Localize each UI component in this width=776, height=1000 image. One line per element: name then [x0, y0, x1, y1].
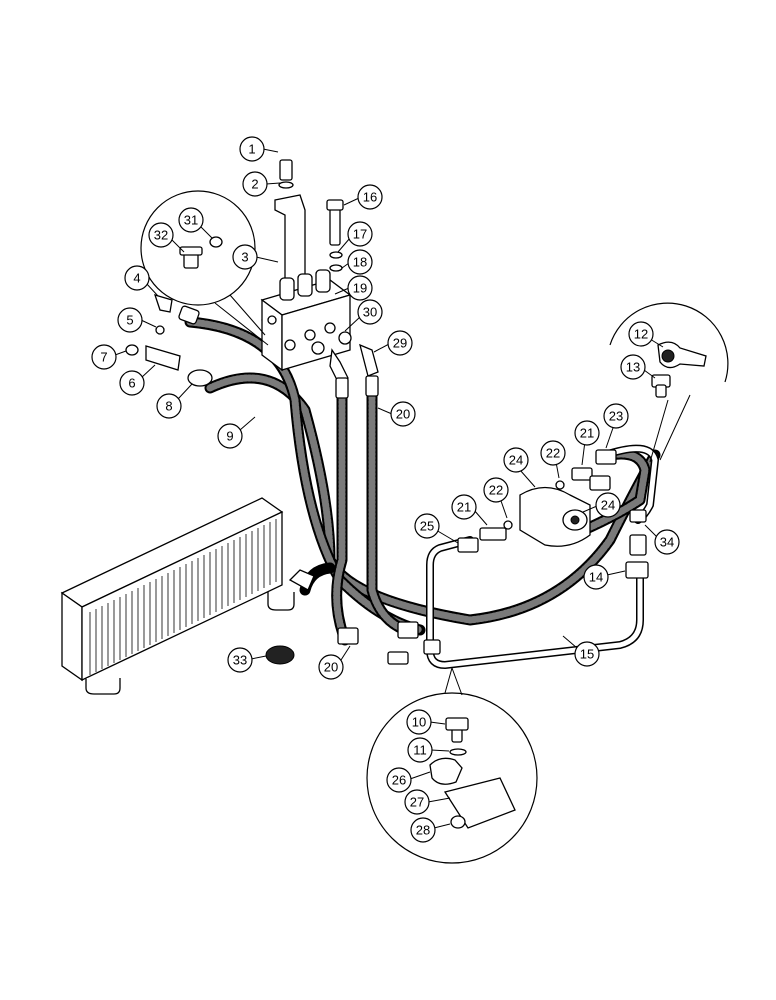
svg-text:23: 23	[609, 409, 623, 424]
svg-text:13: 13	[626, 360, 640, 375]
svg-text:30: 30	[363, 305, 377, 320]
svg-text:21: 21	[580, 426, 594, 441]
svg-text:27: 27	[410, 795, 424, 810]
callout-1: 1	[239, 136, 279, 162]
callout-24-upper: 24	[503, 447, 536, 488]
callout-23: 23	[603, 403, 629, 449]
svg-text:12: 12	[634, 327, 648, 342]
callout-31: 31	[178, 207, 213, 239]
svg-text:22: 22	[546, 446, 560, 461]
svg-text:26: 26	[392, 773, 406, 788]
steel-tubes	[426, 444, 659, 669]
callout-13: 13	[620, 354, 656, 380]
svg-text:28: 28	[416, 823, 430, 838]
oil-cooler	[60, 497, 295, 695]
callout-18: 18	[341, 249, 373, 275]
svg-text:14: 14	[589, 570, 603, 585]
callout-29: 29	[373, 330, 413, 356]
svg-text:25: 25	[420, 519, 434, 534]
svg-text:18: 18	[353, 255, 367, 270]
valve-block	[125, 159, 441, 665]
svg-text:1: 1	[248, 142, 255, 157]
svg-text:24: 24	[601, 498, 615, 513]
svg-text:20: 20	[396, 407, 410, 422]
svg-text:34: 34	[660, 535, 674, 550]
callout-26: 26	[386, 767, 431, 793]
callout-14: 14	[583, 564, 626, 590]
svg-text:2: 2	[251, 177, 258, 192]
svg-text:11: 11	[413, 743, 427, 758]
svg-text:10: 10	[412, 715, 426, 730]
callout-2: 2	[242, 171, 281, 197]
callout-20-upper: 20	[377, 401, 416, 427]
callout-33: 33	[227, 647, 267, 673]
callout-25: 25	[414, 513, 459, 544]
callouts: 1 2 3 4 5 6 7	[91, 136, 680, 843]
svg-text:4: 4	[133, 271, 140, 286]
callout-19: 19	[334, 275, 373, 301]
callout-20-lower: 20	[318, 645, 351, 680]
callout-34: 34	[644, 524, 680, 555]
callout-7: 7	[91, 344, 127, 370]
detail-view-upper	[140, 190, 269, 346]
callout-10: 10	[406, 709, 446, 735]
svg-text:29: 29	[393, 336, 407, 351]
callout-3: 3	[232, 244, 279, 270]
svg-text:24: 24	[509, 453, 523, 468]
svg-text:16: 16	[363, 190, 377, 205]
svg-text:7: 7	[100, 350, 107, 365]
svg-text:32: 32	[154, 228, 168, 243]
callout-28: 28	[410, 817, 451, 843]
svg-text:17: 17	[353, 227, 367, 242]
callout-5: 5	[117, 307, 157, 333]
svg-text:8: 8	[165, 399, 172, 414]
svg-text:6: 6	[128, 376, 135, 391]
svg-text:3: 3	[241, 250, 248, 265]
detail-view-right	[609, 302, 729, 463]
callout-4: 4	[124, 265, 159, 297]
callout-11: 11	[407, 737, 450, 763]
callout-22-left: 22	[483, 477, 509, 519]
callout-17: 17	[337, 221, 373, 253]
callout-24-right: 24	[582, 492, 621, 518]
svg-text:31: 31	[184, 213, 198, 228]
detail-view-lower	[366, 667, 538, 864]
callout-21-right: 21	[574, 420, 600, 466]
svg-text:9: 9	[226, 429, 233, 444]
svg-text:33: 33	[233, 653, 247, 668]
callout-9: 9	[217, 416, 256, 449]
callout-15: 15	[562, 635, 600, 667]
callout-27: 27	[404, 789, 451, 815]
svg-text:20: 20	[324, 660, 338, 675]
svg-text:5: 5	[126, 313, 133, 328]
svg-text:21: 21	[457, 500, 471, 515]
callout-6: 6	[119, 364, 156, 396]
callout-16: 16	[343, 184, 383, 210]
callout-30: 30	[344, 299, 383, 332]
callout-32: 32	[148, 222, 185, 253]
svg-text:19: 19	[353, 281, 367, 296]
svg-text:15: 15	[580, 647, 594, 662]
callout-22-right: 22	[540, 440, 566, 479]
callout-21-left: 21	[451, 494, 488, 526]
callout-8: 8	[156, 383, 193, 419]
callout-12: 12	[628, 321, 664, 348]
pump	[265, 341, 707, 665]
svg-text:22: 22	[489, 483, 503, 498]
